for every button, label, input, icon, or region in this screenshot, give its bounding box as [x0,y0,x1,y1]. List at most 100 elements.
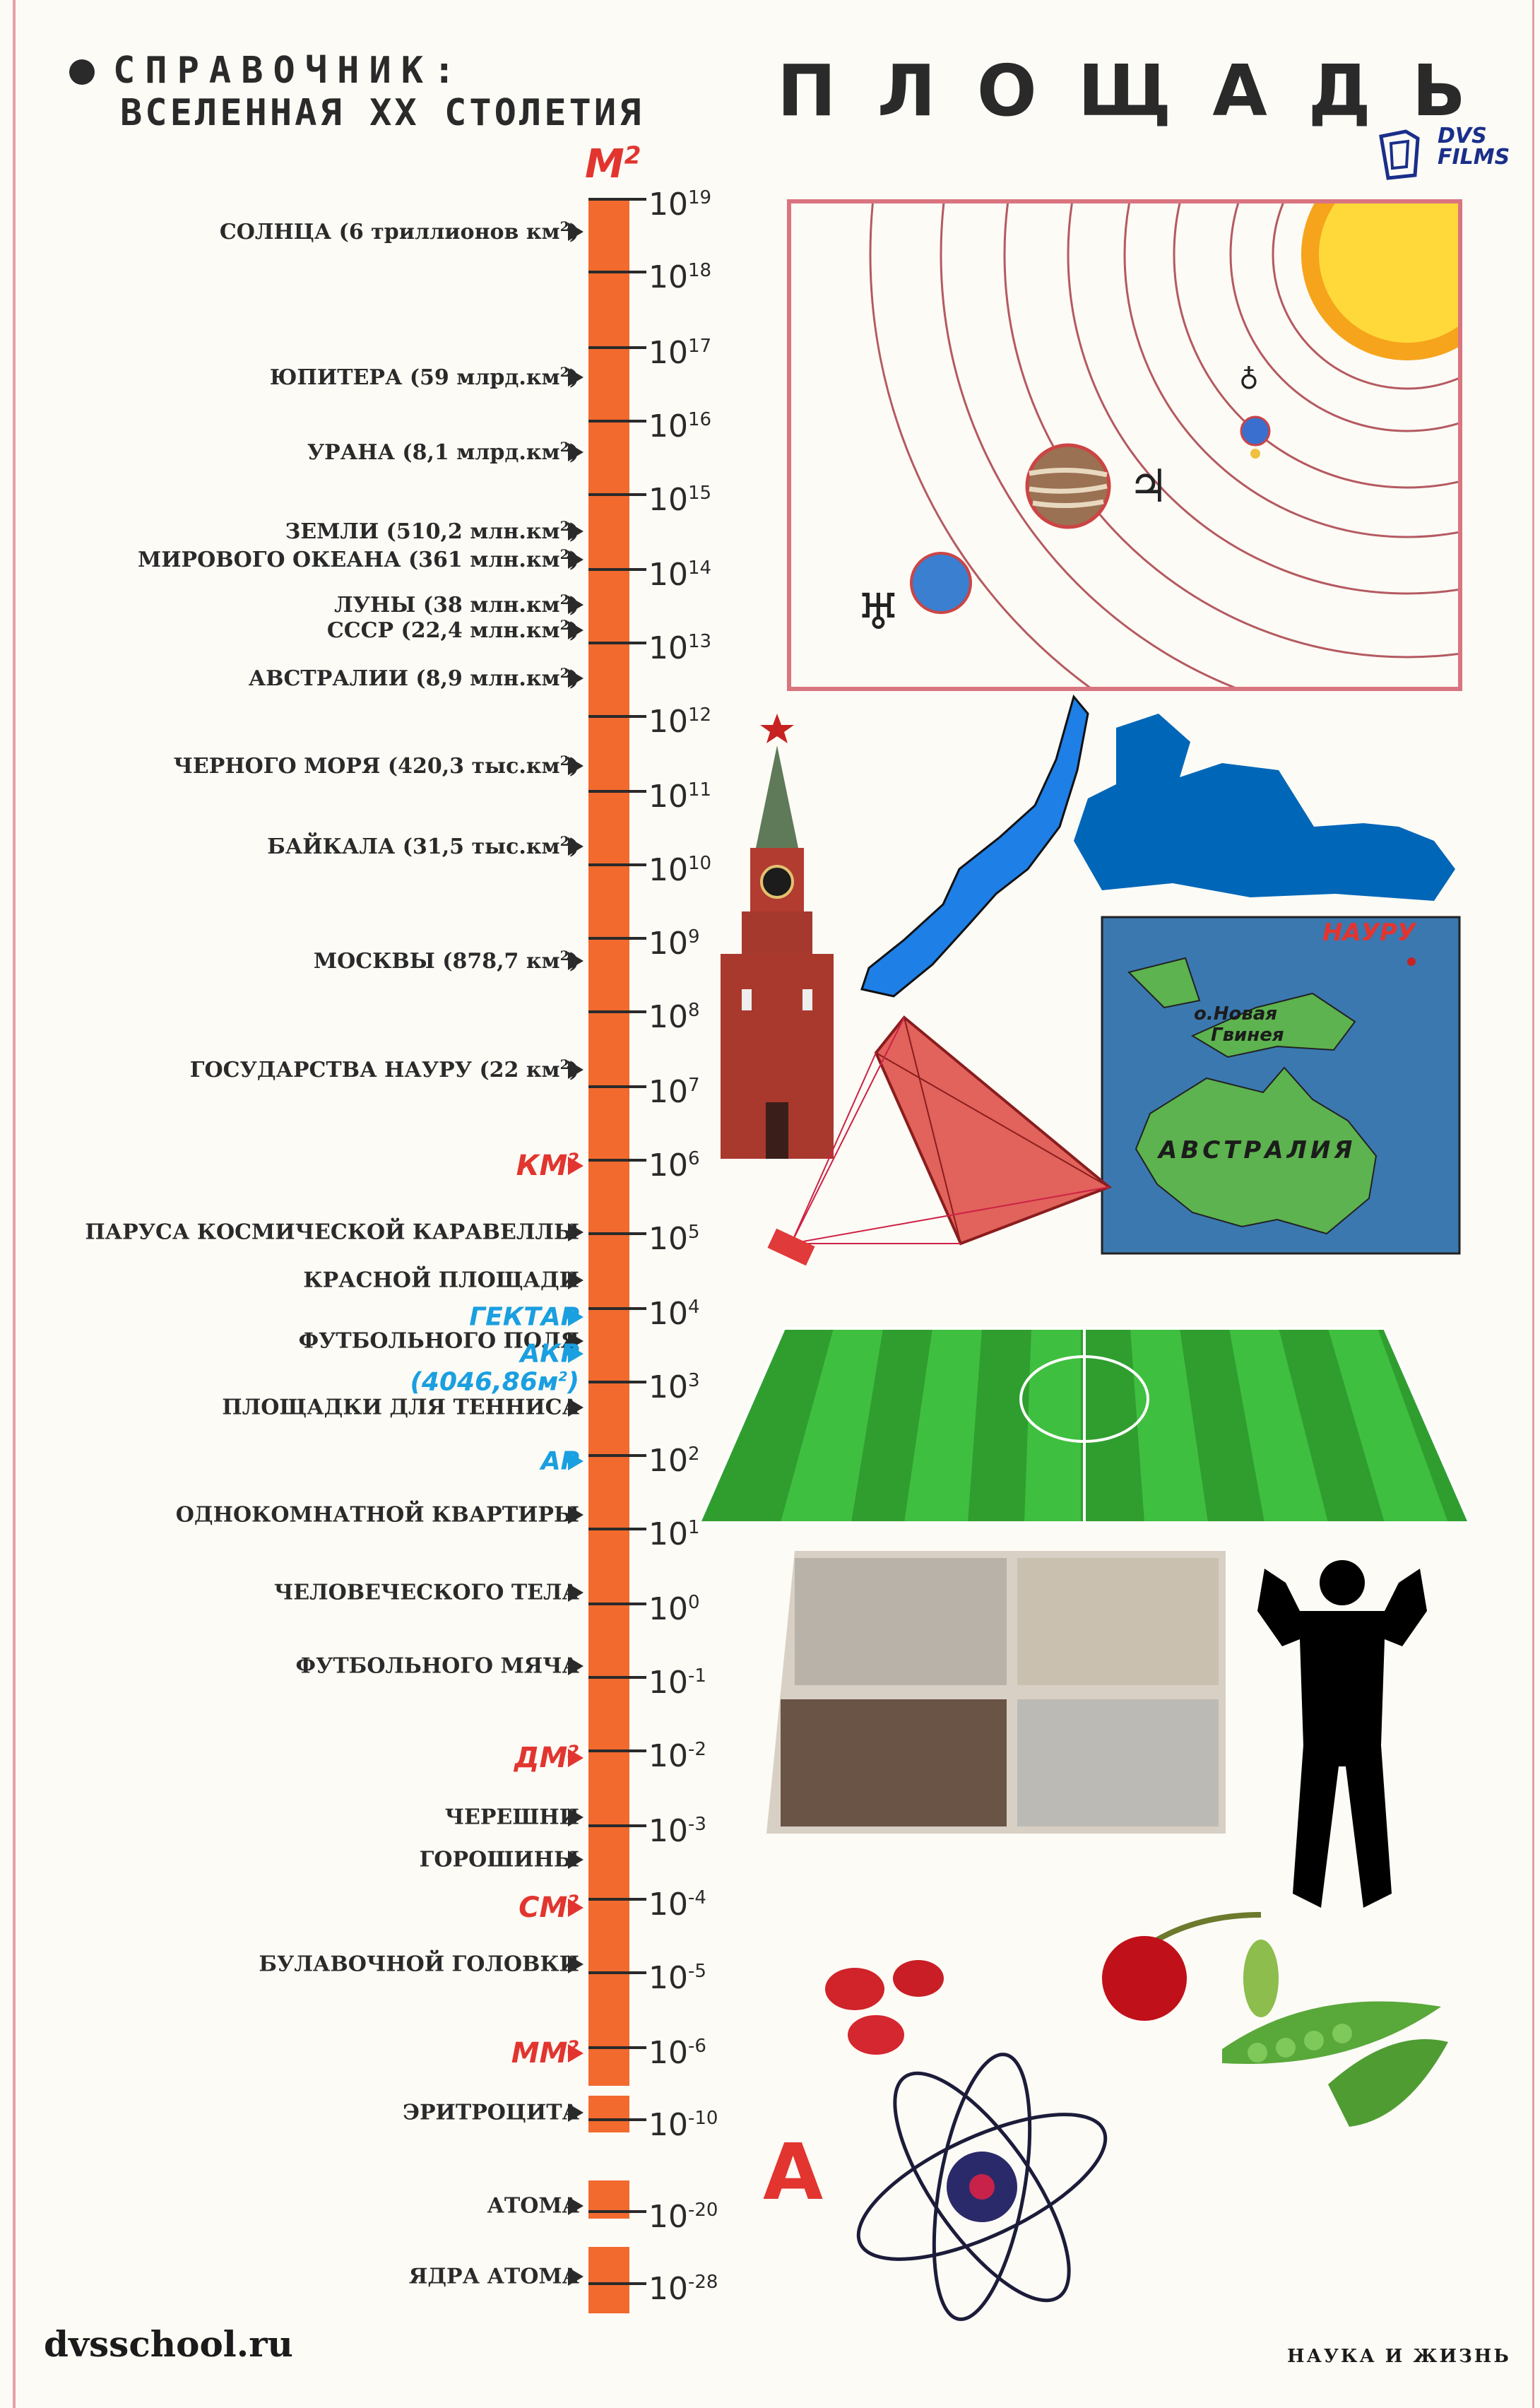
item-sup: 2 [567,1891,579,1911]
item-tail: ) [569,949,579,974]
tick-base: 10 [648,1295,688,1332]
pointer-arrow-icon [568,223,584,241]
tick-label: 109 [648,926,700,962]
tick-base: 10 [648,334,688,371]
tick-base: 10 [648,778,688,815]
tick-exponent: 12 [688,704,712,726]
item-text: ЛУНЫ (38 млн.км [334,593,560,618]
item-tail: ) [567,1367,579,1397]
football-field-icon [699,1327,1469,1524]
scale-item-label: СССР (22,4 млн.км2) [327,618,579,643]
scale-gap-1 [588,2086,629,2096]
pointer-arrow-icon [568,1061,584,1079]
scale-item-label: АВСТРАЛИИ (8,9 млн.км2) [249,666,579,691]
item-text: КМ [516,1150,568,1183]
right-frame-line [1532,0,1534,2408]
item-text: БУЛАВОЧНОЙ ГОЛОВКИ [259,1952,579,1977]
item-tail: ) [569,834,579,859]
pointer-arrow-icon [568,1851,584,1869]
pointer-arrow-icon [568,1955,584,1973]
scale-item-label: ЧЕЛОВЕЧЕСКОГО ТЕЛА [274,1581,579,1605]
item-tail: ) [569,220,579,244]
scale-item-label: ЗЕМЛИ (510,2 млн.км2) [285,519,579,544]
item-tail: ) [569,754,579,779]
item-text: ЭРИТРОЦИТА [403,2100,579,2125]
item-text: МИРОВОГО ОКЕАНА (361 млн.км [137,548,560,572]
item-tail: ) [569,1058,579,1082]
pointer-arrow-icon [568,550,584,569]
tick-exponent: 8 [688,1000,700,1022]
tick-base: 10 [648,1073,688,1110]
magazine-name: НАУКА И ЖИЗНЬ [1287,2346,1511,2367]
scale-item-label: АТОМА [487,2194,579,2219]
item-sup: 2 [559,439,569,455]
unit-top-m2: М2 [585,141,641,187]
scale-item-label: АР [541,1447,579,1476]
site-url[interactable]: dvsschool.ru [44,2323,293,2365]
earth-icon [1240,415,1271,447]
pointer-arrow-icon [568,522,584,541]
tick-base: 10 [648,703,688,740]
item-text: ЧЕРЕШНИ [444,1805,579,1830]
tick-base: 10 [648,1220,688,1257]
left-frame-line [13,0,16,2408]
tick-exponent: 5 [688,1222,700,1244]
item-sup: 2 [559,592,569,608]
scale-bar-seg-3 [588,2247,629,2313]
tick-base: 10 [648,1516,688,1552]
unit-top-exp: 2 [624,141,641,170]
scale-item-label: БАЙКАЛА (31,5 тыс.км2) [267,834,579,859]
tick-exponent: 11 [688,779,712,801]
jupiter-symbol-icon: ♃ [1128,461,1168,513]
tick-base: 10 [648,259,688,295]
scale-item-label: ДМ2 [514,1742,579,1774]
black-sea-icon [1074,714,1455,901]
tick-base: 10 [648,925,688,962]
tick-exponent: -6 [688,2036,706,2058]
scale-item-label: ЧЕРЕШНИ [445,1805,579,1830]
tick-exponent: 6 [688,1148,700,1170]
item-tail: ) [569,618,579,643]
scale-item-label: ГОСУДАРСТВА НАУРУ (22 км2) [190,1057,579,1082]
bullet-dot [69,59,95,85]
item-text: ФУТБОЛЬНОГО МЯЧА [295,1653,579,1679]
item-text: БАЙКАЛА (31,5 тыс.км [267,834,560,859]
tick-exponent: -1 [688,1665,706,1687]
item-text: ФУТБОЛЬНОГО ПОЛЯ [298,1328,579,1354]
logo-line1: DVS [1438,124,1487,148]
tick-base: 10 [648,2198,688,2235]
item-sup: 2 [559,547,569,562]
page-title: ПЛОЩАДЬ [777,49,1508,132]
tick-label: 106 [648,1147,700,1184]
tick-label: 1014 [648,557,711,593]
tick-base: 10 [648,1664,688,1701]
tick-label: 10-1 [648,1665,706,1701]
tick-label: 1013 [648,630,711,666]
item-tail: ) [569,593,579,618]
tick-exponent: -3 [688,1814,706,1836]
tick-base: 10 [648,851,688,888]
item-text: ЯДРА АТОМА [408,2264,579,2289]
scale-gap-2 [588,2134,629,2180]
tick-label: 1015 [648,482,711,518]
scale-item-label: ММ2 [511,2037,579,2070]
tick-base: 10 [648,630,688,666]
tick-label: 103 [648,1369,700,1405]
item-text: ПЛОЩАДКИ ДЛЯ ТЕННИСА [222,1395,579,1420]
tick-exponent: 10 [688,853,712,875]
australia-label: АВСТРАЛИЯ [1159,1136,1356,1164]
tick-exponent: -4 [688,1887,706,1909]
tick-base: 10 [648,556,688,593]
tick-label: 10-4 [648,1887,706,1923]
pointer-arrow-icon [568,2267,584,2286]
item-text: ЮПИТЕРА (59 млрд.км [269,365,560,390]
tick-base: 10 [648,1959,688,1996]
tick-base: 10 [648,998,688,1035]
kremlin-tower-icon [721,714,834,1159]
tick-exponent: 19 [688,187,712,209]
item-tail: ) [569,365,579,390]
item-text: ГОСУДАРСТВА НАУРУ (22 км [189,1058,560,1082]
lake-baikal-icon [860,694,1089,998]
scale-item-label: СМ2 [519,1891,579,1924]
